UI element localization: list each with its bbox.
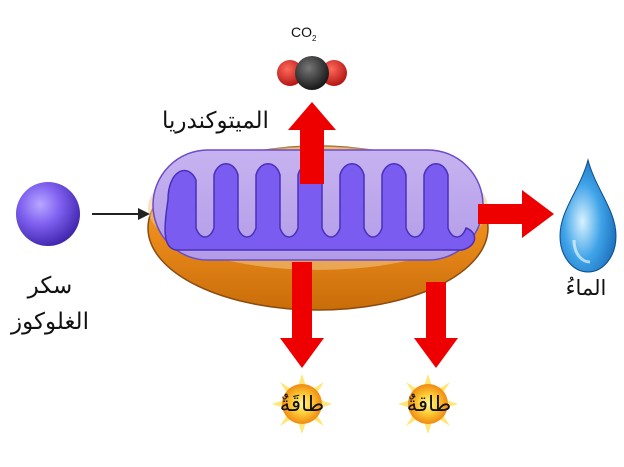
energy-label-2: طاقةٌ: [406, 392, 452, 416]
water-label: الماءُ: [565, 276, 607, 300]
energy-output-arrow-1: [280, 262, 324, 368]
glucose-label-line1: سكر: [27, 273, 73, 299]
co2-label: CO2: [291, 24, 316, 43]
energy-label-1: طاقَةٌ: [279, 392, 325, 416]
co2-output-arrow: [288, 102, 336, 184]
co2-molecule-icon: [277, 56, 347, 90]
energy-burst-icon: [398, 374, 458, 434]
glucose-label: سكر الغلوكوز: [10, 268, 90, 340]
cristae: [164, 163, 476, 251]
glucose-input-arrow: [92, 208, 150, 220]
glucose-sphere-icon: [16, 182, 80, 246]
glucose-label-line2: الغلوكوز: [11, 309, 89, 335]
energy-burst-icon: [272, 374, 332, 434]
energy-output-arrow-2: [414, 282, 458, 368]
water-output-arrow: [478, 190, 554, 238]
co2-label-main: CO: [291, 24, 312, 40]
mitochondrion: [147, 145, 489, 311]
water-drop-icon: [559, 158, 617, 273]
co2-label-subscript: 2: [312, 33, 317, 43]
mitochondria-label: الميتوكندريا: [162, 108, 269, 134]
